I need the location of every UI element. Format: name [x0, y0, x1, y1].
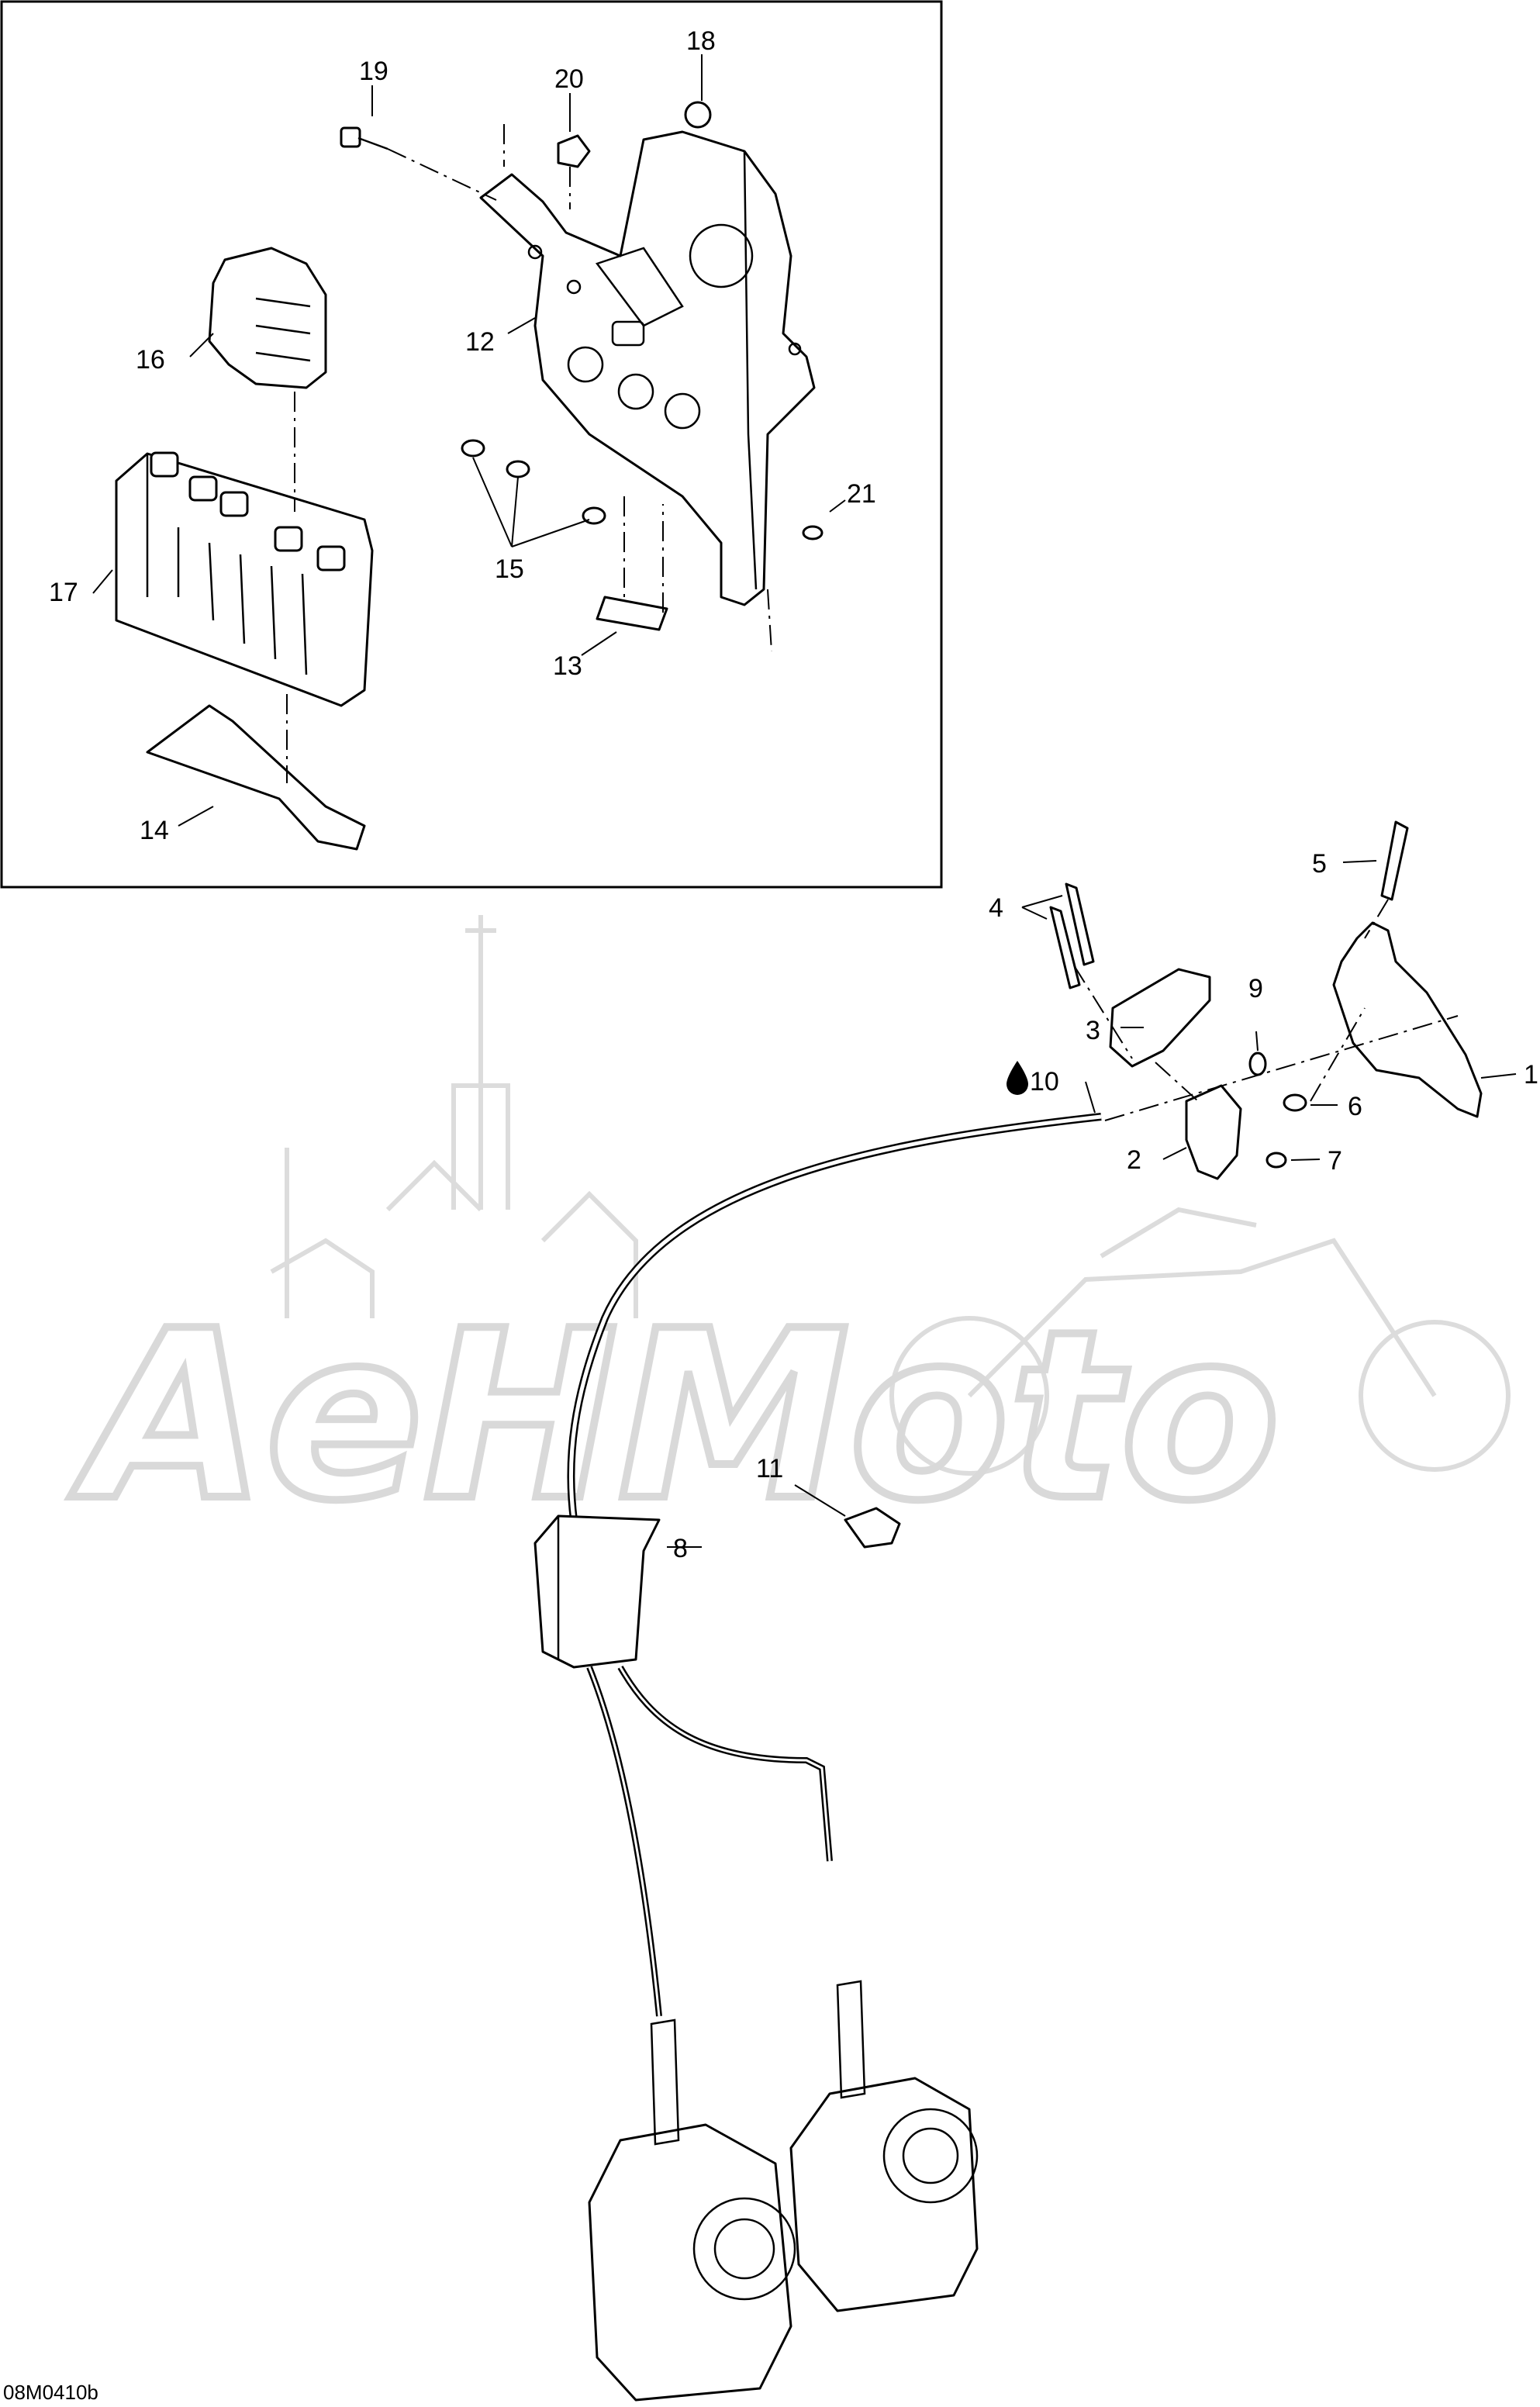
part-11-tie [844, 1507, 901, 1549]
part-14-bracket [146, 704, 366, 851]
callout-18: 18 [686, 26, 716, 56]
part-9-clip [1248, 1052, 1267, 1076]
callout-9: 9 [1248, 974, 1263, 1003]
part-6-washer [1283, 1093, 1307, 1112]
callout-20: 20 [554, 64, 584, 94]
inset-frame [0, 0, 943, 889]
callout-14: 14 [140, 816, 169, 845]
part-1-lever [1332, 921, 1483, 1118]
callout-1: 1 [1524, 1060, 1538, 1090]
part-2-housing-lower [1185, 1084, 1242, 1180]
part-18-plug [684, 101, 712, 129]
callout-4: 4 [989, 893, 1003, 923]
watermark-skyline [270, 915, 1511, 1476]
part-16-holder [208, 247, 327, 389]
part-15-grommets [461, 439, 606, 525]
part-5-pin [1380, 820, 1409, 901]
part-20-nut [557, 134, 591, 168]
carburetor-right [789, 1980, 979, 2312]
callout-5: 5 [1312, 849, 1327, 879]
callout-2: 2 [1127, 1145, 1141, 1175]
watermark-text: AeHMoto [67, 1281, 1280, 1552]
callout-19: 19 [359, 57, 388, 86]
figure-code: 08M0410b [3, 2381, 98, 2404]
callout-10: 10 [1030, 1067, 1059, 1096]
part-4-screws [1049, 882, 1095, 989]
watermark: AeHMoto [64, 915, 1511, 1556]
carburetor-left [588, 2018, 796, 2402]
callout-3: 3 [1086, 1016, 1100, 1045]
callout-8: 8 [673, 1534, 688, 1563]
callout-12: 12 [465, 327, 495, 357]
oil-drop-icon [1007, 1061, 1028, 1095]
part-21-clip [802, 525, 824, 540]
part-12-bracket [479, 130, 816, 606]
callout-7: 7 [1328, 1146, 1342, 1176]
callout-16: 16 [136, 345, 165, 375]
callout-17: 17 [49, 578, 78, 607]
part-19-bolt [340, 126, 388, 150]
callout-11: 11 [756, 1454, 783, 1483]
part-17-block [115, 451, 374, 707]
callout-15: 15 [495, 554, 524, 584]
part-13-pad [596, 596, 668, 631]
callout-21: 21 [847, 479, 876, 509]
part-7-clip [1265, 1152, 1287, 1169]
callouts: 1 2 3 4 5 6 7 8 9 10 11 12 13 14 15 16 1… [49, 26, 1538, 1563]
part-8-junction [533, 1514, 661, 1669]
part-3-housing-upper [1109, 968, 1211, 1068]
callout-6: 6 [1348, 1092, 1362, 1121]
callout-13: 13 [553, 651, 582, 681]
